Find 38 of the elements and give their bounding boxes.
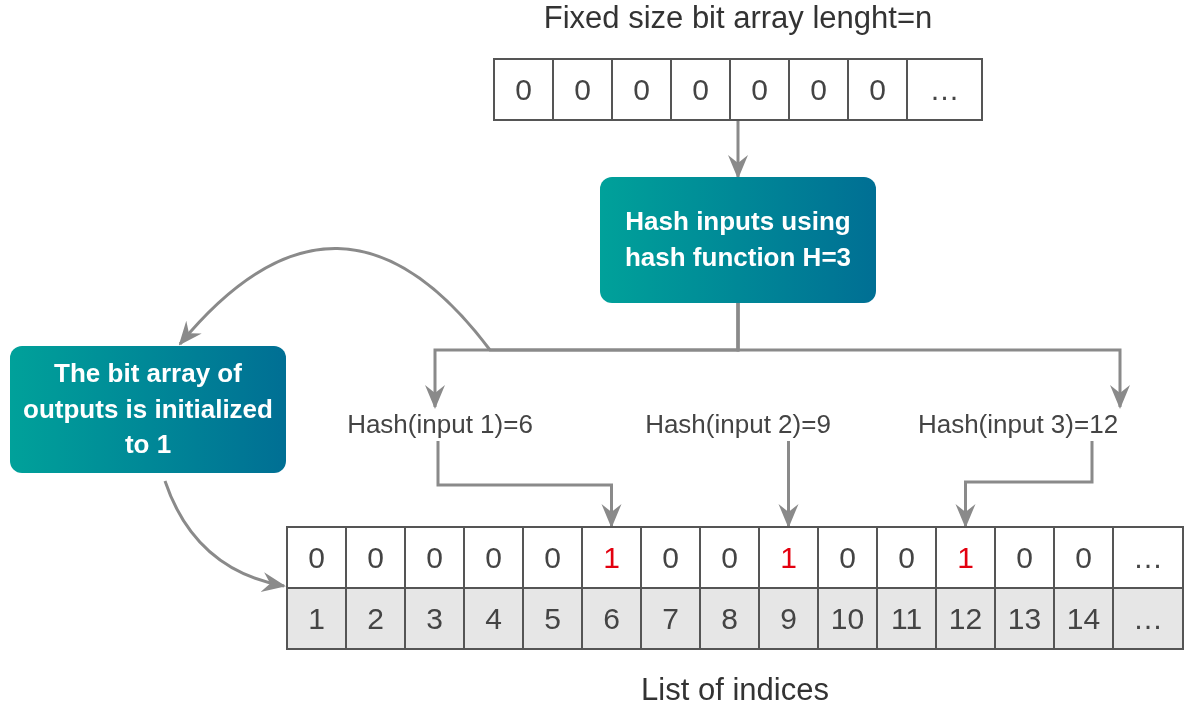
index-cell: 5 [522, 587, 583, 650]
index-cell: 3 [404, 587, 465, 650]
index-cell: 9 [758, 587, 819, 650]
hash-label: Hash(input 1)=6 [325, 407, 555, 441]
bit-cell: 0 [493, 58, 554, 121]
bit-cell: 0 [729, 58, 790, 121]
bit-cell: 0 [847, 58, 908, 121]
index-cell: 7 [640, 587, 701, 650]
array-caption: List of indices [640, 672, 830, 708]
arrow [178, 247, 740, 352]
process-box: The bit array of outputs is initialized to 1 [10, 346, 286, 473]
index-cell: 13 [994, 587, 1055, 650]
arrow [436, 441, 622, 528]
index-cell: 12 [935, 587, 996, 650]
index-cell: 14 [1053, 587, 1114, 650]
index-cell: 11 [876, 587, 937, 650]
process-box: Hash inputs using hash function H=3 [600, 177, 876, 303]
index-cell: 1 [286, 587, 347, 650]
hash-label: Hash(input 2)=9 [623, 407, 853, 441]
arrow [728, 121, 748, 179]
bit-cell: 0 [670, 58, 731, 121]
index-cell: 8 [699, 587, 760, 650]
bit-cell: 0 [286, 526, 347, 589]
bit-cell: 0 [552, 58, 613, 121]
index-cell: … [1112, 587, 1184, 650]
index-cell: 2 [345, 587, 406, 650]
arrow [955, 441, 1094, 528]
arrow [778, 441, 799, 528]
bit-cell: 0 [788, 58, 849, 121]
arrow [163, 480, 286, 592]
bit-cell: … [906, 58, 983, 121]
array-title: Fixed size bit array lenght=n [542, 0, 934, 36]
bit-cell: … [1112, 526, 1184, 589]
index-cell: 6 [581, 587, 642, 650]
index-cell: 4 [463, 587, 524, 650]
index-cell: 10 [817, 587, 878, 650]
bit-cell: 0 [611, 58, 672, 121]
hash-label: Hash(input 3)=12 [895, 407, 1141, 441]
